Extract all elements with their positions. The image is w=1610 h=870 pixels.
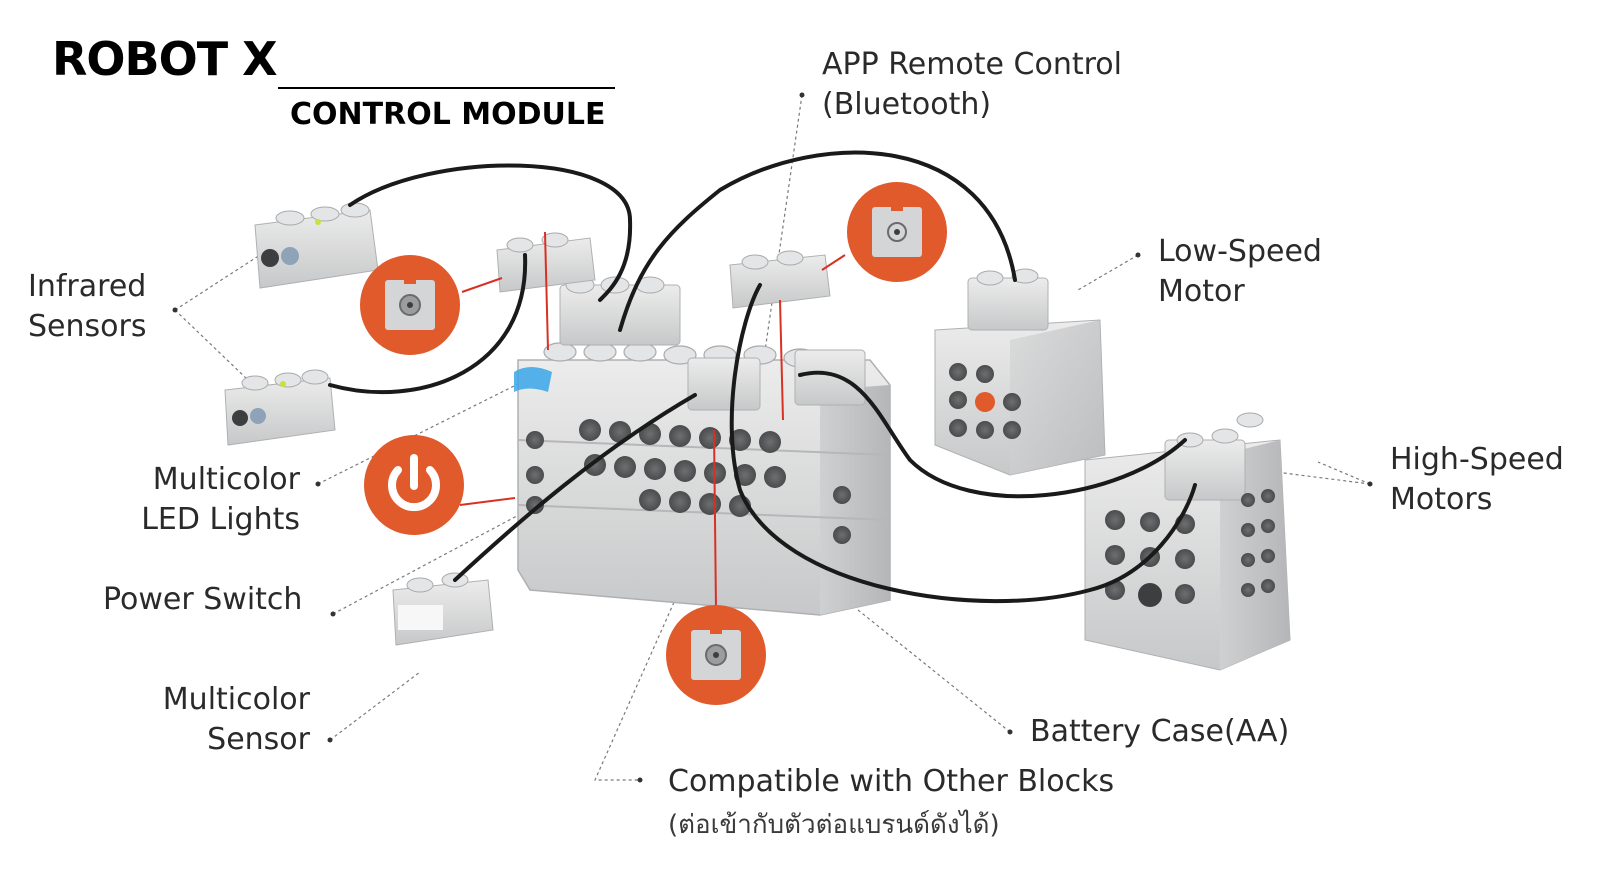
label-multicolor-led: Multicolor LED Lights <box>141 462 300 537</box>
port-callout-bottom <box>666 605 766 705</box>
label-power-switch: Power Switch <box>103 582 303 617</box>
control-module-body <box>514 276 891 616</box>
label-low-speed-motor: Low-Speed Motor <box>1158 234 1322 309</box>
infrared-sensor-top <box>254 202 379 289</box>
high-speed-motors <box>1084 412 1291 671</box>
page-subtitle: CONTROL MODULE <box>290 97 606 132</box>
title-underline <box>278 87 615 89</box>
label-app-remote: APP Remote Control (Bluetooth) <box>822 47 1122 122</box>
label-compatible-thai: (ต่อเข้ากับตัวต่อแบรนด์ดังได้) <box>668 810 1000 840</box>
infrared-sensor-bottom <box>224 369 336 446</box>
port-callout-top <box>847 182 947 282</box>
label-multicolor-sensor: Multicolor Sensor <box>162 682 310 757</box>
label-infrared-sensors: Infrared Sensors <box>28 269 147 344</box>
label-high-speed-motors: High-Speed Motors <box>1390 442 1564 517</box>
label-compatible-blocks: Compatible with Other Blocks <box>668 764 1115 799</box>
label-battery-case: Battery Case(AA) <box>1030 714 1290 749</box>
pointer-lines <box>459 231 846 611</box>
leader-dots <box>172 92 1373 783</box>
connector-brick-right <box>729 250 831 309</box>
page-title: ROBOT X <box>52 32 278 86</box>
power-icon <box>364 435 464 535</box>
multicolor-sensor-brick <box>392 572 494 646</box>
port-callout-left <box>360 255 460 355</box>
cables <box>328 150 1197 604</box>
low-speed-motor <box>934 268 1106 476</box>
